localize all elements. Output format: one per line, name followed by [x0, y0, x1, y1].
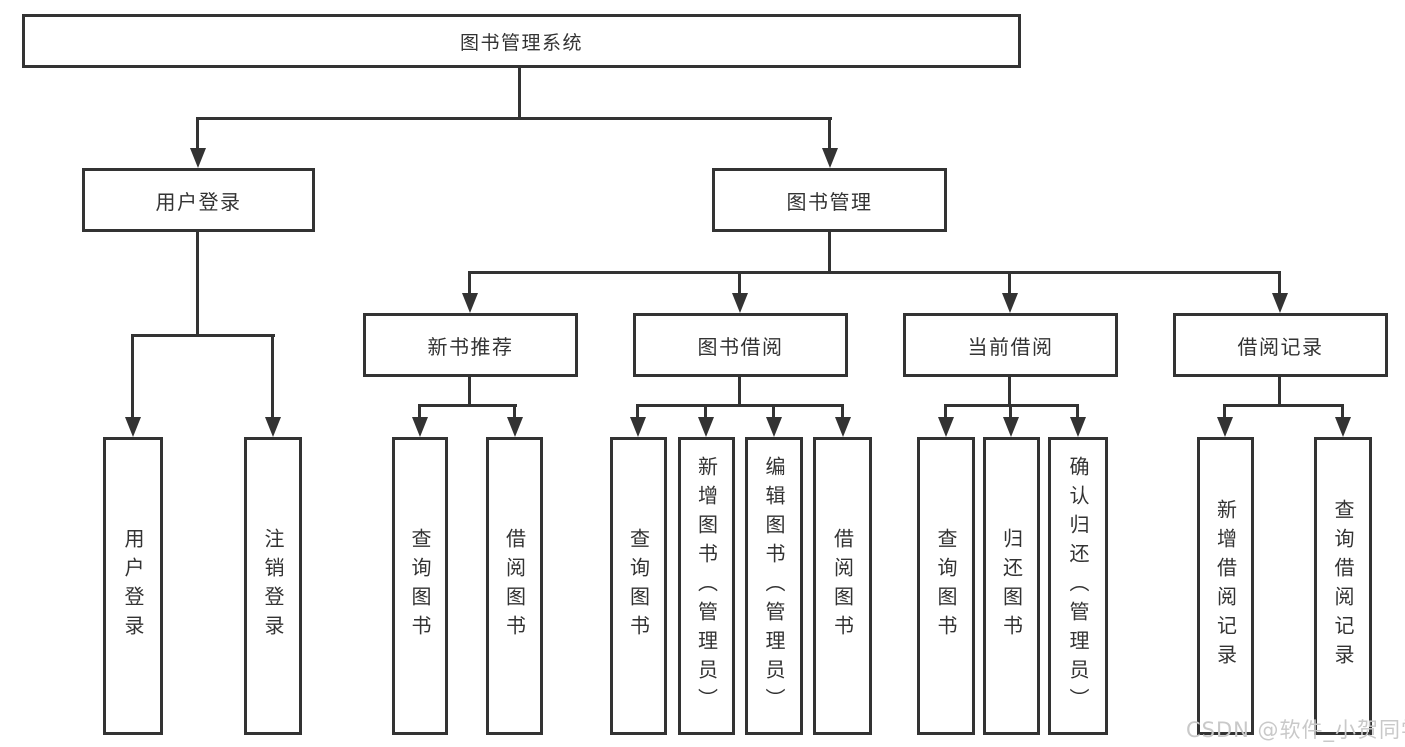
connector-root-branch	[197, 117, 832, 120]
arrow-to-leaf-borrow-book-2	[841, 404, 844, 417]
leaf-user-login: 用户登录	[103, 437, 163, 735]
leaf-add-book-admin: 新增图书（管理员）	[678, 437, 735, 735]
leaf-confirm-return-admin: 确认归还（管理员）	[1048, 437, 1108, 735]
connector-user-login-branch	[131, 334, 275, 337]
connector-recommend-branch	[418, 404, 517, 407]
node-root-library-system: 图书管理系统	[22, 14, 1021, 68]
arrow-to-leaf-user-login	[131, 334, 134, 417]
connector-records-stem	[1278, 377, 1281, 406]
leaf-query-book-2: 查询图书	[610, 437, 667, 735]
node-new-book-recommend: 新书推荐	[363, 313, 578, 377]
arrow-to-book-management	[828, 117, 831, 148]
connector-current-stem	[1008, 377, 1011, 406]
connector-borrow-branch	[636, 404, 844, 407]
arrow-to-leaf-edit-book	[772, 404, 775, 417]
arrow-to-leaf-borrow-book-1	[513, 404, 516, 417]
arrow-to-new-book-recommend	[468, 271, 471, 293]
arrow-to-leaf-query-book-2	[636, 404, 639, 417]
leaf-return-book: 归还图书	[983, 437, 1040, 735]
arrow-to-current-borrow	[1008, 271, 1011, 293]
arrow-to-leaf-return-book	[1009, 404, 1012, 417]
arrow-to-leaf-logout	[271, 334, 274, 417]
connector-recommend-stem	[468, 377, 471, 406]
connector-book-mgmt-stem	[828, 232, 831, 274]
arrow-to-borrow-records	[1278, 271, 1281, 293]
arrow-to-leaf-query-book-3	[944, 404, 947, 417]
leaf-query-book-3: 查询图书	[917, 437, 975, 735]
arrow-to-leaf-add-record	[1223, 404, 1226, 417]
leaf-edit-book-admin: 编辑图书（管理员）	[745, 437, 803, 735]
arrow-to-leaf-add-book	[704, 404, 707, 417]
leaf-borrow-book-2: 借阅图书	[813, 437, 872, 735]
connector-book-mgmt-branch	[468, 271, 1281, 274]
arrow-to-user-login	[196, 117, 199, 148]
leaf-query-borrow-record: 查询借阅记录	[1314, 437, 1372, 735]
connector-root-stem	[518, 68, 521, 118]
leaf-query-book-1: 查询图书	[392, 437, 448, 735]
arrow-to-leaf-query-record	[1341, 404, 1344, 417]
arrow-to-leaf-confirm-return	[1076, 404, 1079, 417]
watermark-text: CSDN @软件_小贺同学	[1186, 718, 1405, 742]
node-book-borrow: 图书借阅	[633, 313, 848, 377]
leaf-add-borrow-record: 新增借阅记录	[1197, 437, 1254, 735]
arrow-to-book-borrow	[738, 271, 741, 293]
node-current-borrow: 当前借阅	[903, 313, 1118, 377]
connector-borrow-stem	[738, 377, 741, 406]
leaf-logout: 注销登录	[244, 437, 302, 735]
node-user-login: 用户登录	[82, 168, 315, 232]
connector-user-login-stem	[196, 232, 199, 336]
connector-records-branch	[1223, 404, 1344, 407]
arrow-to-leaf-query-book-1	[418, 404, 421, 417]
leaf-borrow-book-1: 借阅图书	[486, 437, 543, 735]
node-book-management: 图书管理	[712, 168, 947, 232]
node-borrow-records: 借阅记录	[1173, 313, 1388, 377]
